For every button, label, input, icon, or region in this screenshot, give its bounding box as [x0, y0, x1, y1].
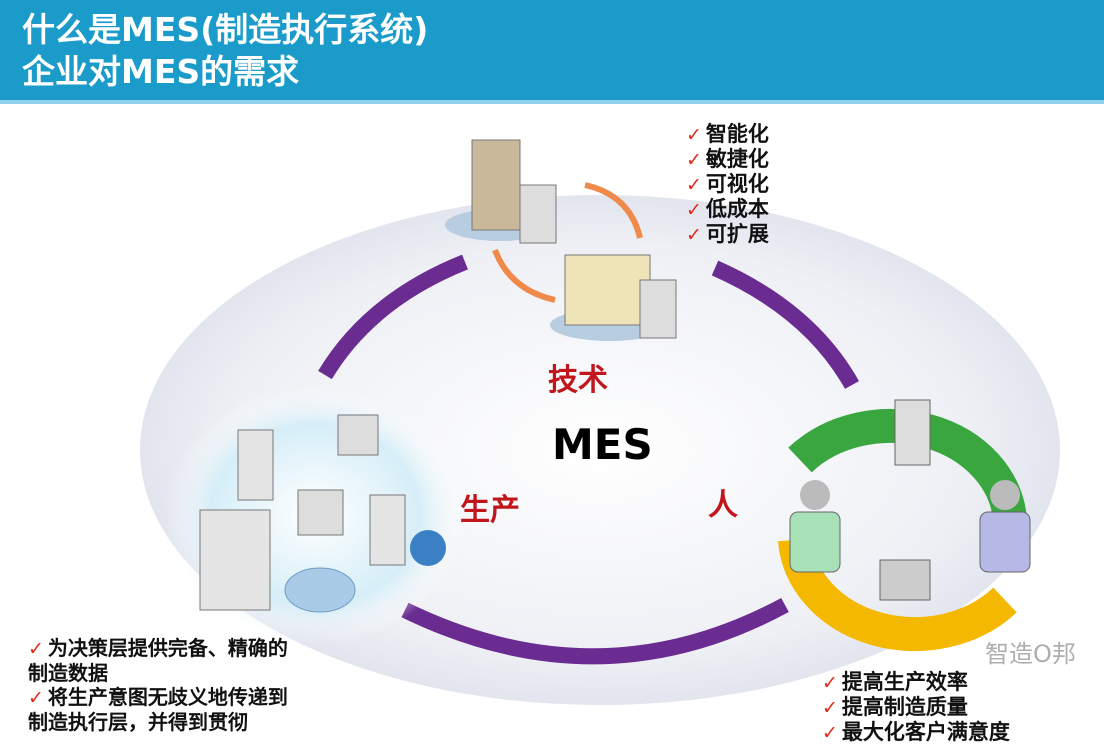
mes-center-label: MES: [552, 420, 653, 469]
buildings-illustration: [445, 139, 677, 341]
production-list: ✓为决策层提供完备、精确的 制造数据 ✓将生产意图无歧义地传递到 制造执行层，并…: [28, 636, 288, 734]
check-icon: ✓: [822, 672, 838, 694]
check-icon: ✓: [822, 697, 838, 719]
slide-subtitle: 企业对MES的需求: [22, 52, 300, 91]
cycle-arcs: [318, 254, 859, 665]
list-item-text: 提高生产效率: [841, 670, 968, 694]
list-item: ✓可扩展: [686, 222, 769, 247]
people-illustration: [778, 399, 1031, 651]
list-item: ✓智能化: [686, 122, 769, 147]
people-label: 人: [708, 488, 738, 523]
list-item-continued: 制造数据: [28, 661, 108, 685]
list-item: ✓最大化客户满意度: [822, 720, 1010, 745]
arrow-icon: [584, 182, 643, 239]
check-icon: ✓: [686, 199, 702, 221]
list-item-text: 低成本: [705, 197, 769, 221]
check-icon: ✓: [686, 174, 702, 196]
list-item: ✓为决策层提供完备、精确的: [28, 636, 288, 661]
check-icon: ✓: [686, 224, 702, 246]
list-item: ✓低成本: [686, 197, 769, 222]
list-item-continued: 制造执行层，并得到贯彻: [28, 710, 248, 734]
list-item-text: 最大化客户满意度: [841, 720, 1010, 744]
list-item-text: 敏捷化: [705, 147, 769, 171]
arc-top-left: [318, 254, 468, 380]
database-icon: [284, 567, 356, 613]
check-icon: ✓: [686, 149, 702, 171]
slide-title: 什么是MES(制造执行系统): [22, 10, 429, 49]
arc-bottom: [401, 597, 789, 665]
globe-icon: [410, 530, 446, 566]
list-item-text: 智能化: [705, 122, 769, 146]
check-icon: ✓: [28, 638, 44, 660]
list-item: ✓将生产意图无歧义地传递到: [28, 685, 288, 710]
watermark: 智造O邦: [985, 640, 1076, 668]
slide-header: 什么是MES(制造执行系统) 企业对MES的需求: [0, 0, 1104, 104]
list-item: ✓敏捷化: [686, 147, 769, 172]
technology-list: ✓智能化 ✓敏捷化 ✓可视化 ✓低成本 ✓可扩展: [686, 122, 769, 247]
technology-label: 技术: [548, 363, 608, 398]
people-list: ✓提高生产效率 ✓提高制造质量 ✓最大化客户满意度: [822, 670, 1010, 745]
check-icon: ✓: [686, 124, 702, 146]
check-icon: ✓: [822, 722, 838, 744]
list-item: ✓可视化: [686, 172, 769, 197]
list-item-text: 为决策层提供完备、精确的: [47, 636, 288, 660]
production-label: 生产: [460, 493, 520, 528]
list-item: ✓提高制造质量: [822, 695, 1010, 720]
arrow-icon: [492, 248, 556, 303]
list-item-text: 将生产意图无歧义地传递到: [47, 685, 288, 709]
servers-illustration: [165, 385, 465, 645]
list-item-text: 提高制造质量: [841, 695, 968, 719]
check-icon: ✓: [28, 687, 44, 709]
list-item-text: 可视化: [705, 172, 769, 196]
arc-top-right: [711, 260, 859, 389]
list-item-text: 可扩展: [705, 222, 769, 246]
list-item: ✓提高生产效率: [822, 670, 1010, 695]
